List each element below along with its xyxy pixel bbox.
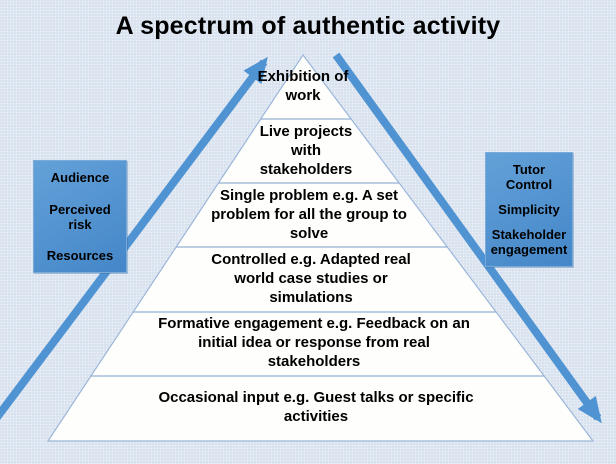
pyramid-level-occasional: Occasional input e.g. Guest talks or spe… [158, 389, 474, 425]
right-factor-simplicity: Simplicity [498, 202, 560, 217]
right-factors-box: Tutor Control Simplicity Stakeholder eng… [485, 152, 573, 267]
left-factor-perceived-risk: Perceived risk [49, 201, 111, 232]
pyramid-level-single-problem: Single problem e.g. A set problem for al… [211, 187, 407, 242]
pyramid-level-live-projects: Live projects with stakeholders [259, 123, 353, 178]
pyramid-level-controlled: Controlled e.g. Adapted real world case … [211, 251, 411, 306]
page-title: A spectrum of authentic activity [115, 12, 501, 40]
left-factors-box: Audience Perceived risk Resources [33, 160, 127, 273]
left-factor-resources: Resources [46, 248, 114, 263]
right-factor-stakeholder-engagement: Stakeholder engagement [490, 227, 568, 257]
pyramid-shape [46, 53, 595, 442]
pyramid-level-formative: Formative engagement e.g. Feedback on an… [158, 315, 470, 370]
right-factor-tutor-control: Tutor Control [505, 162, 553, 192]
left-factor-audience: Audience [50, 170, 110, 185]
descending-arrow-icon [332, 52, 602, 424]
pyramid-level-exhibition: Exhibition of work [257, 68, 349, 104]
